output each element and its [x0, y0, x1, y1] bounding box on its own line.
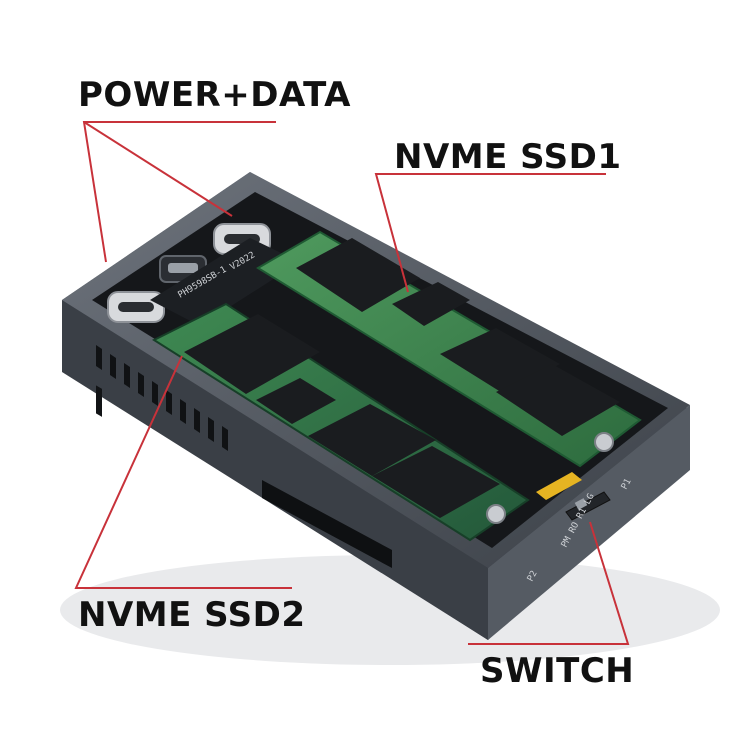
bridge-board: [150, 238, 300, 326]
leader-ssd2: [74, 355, 292, 589]
slide-switch: [565, 491, 611, 521]
usb-c-port-1: [107, 291, 165, 323]
nvme-ssd2-board: [151, 302, 530, 542]
leader-power-2: [83, 121, 233, 217]
power-data-label: POWER+DATA: [78, 75, 351, 115]
enclosure-right-wall: [488, 405, 690, 640]
leader-switch: [468, 521, 630, 645]
front-slot: [262, 480, 392, 568]
nvme-ssd2-label: NVME SSD2: [78, 595, 306, 635]
port-p2-text: P2: [526, 569, 540, 583]
port-p1-text: P1: [620, 477, 634, 491]
nvme-ssd1-label: NVME SSD1: [394, 137, 622, 177]
vent-slots: [96, 385, 102, 417]
leader-lines: [74, 121, 630, 645]
gold-clip: [536, 472, 582, 500]
switch-label: SWITCH: [480, 651, 635, 691]
leader-ssd1: [374, 173, 606, 293]
nvme-ssd1-board: [256, 230, 642, 468]
vent-slot-group: [96, 345, 228, 451]
